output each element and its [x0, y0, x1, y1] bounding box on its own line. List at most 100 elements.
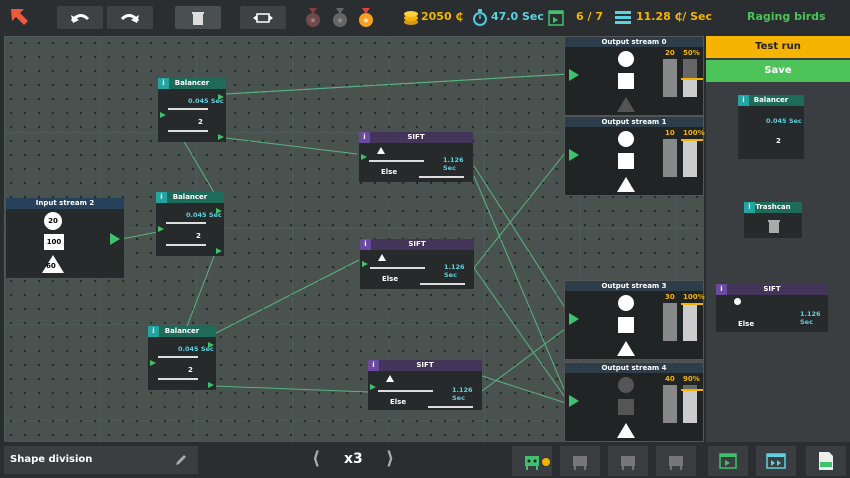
throughput-icon [614, 10, 632, 26]
undo-button[interactable] [57, 6, 103, 29]
node-title: Balancer [738, 95, 804, 106]
node-title: Output stream 1 [565, 117, 703, 127]
redo-button[interactable] [107, 6, 153, 29]
circle-badge: 20 [44, 212, 62, 230]
info-icon[interactable]: i [738, 95, 749, 106]
input-port[interactable] [362, 261, 368, 267]
export-button[interactable] [756, 446, 796, 476]
speed-value: 1.126 Sec [444, 263, 465, 279]
output-port[interactable] [110, 233, 120, 245]
speed-down-button[interactable]: ⟨ [312, 448, 321, 469]
sift-node[interactable]: SIFT i 1.126 Sec Else [360, 239, 474, 289]
triangle-shape [617, 177, 635, 192]
palette-sift[interactable]: SIFT i 1.126 Sec Else [716, 284, 828, 332]
import-button[interactable] [708, 446, 748, 476]
circuit-canvas[interactable]: Input stream 2 20 100 60 Balancer i 0.04… [4, 36, 705, 442]
robot-slot[interactable] [560, 446, 600, 476]
info-icon[interactable]: i [359, 132, 370, 143]
input-port[interactable] [361, 154, 367, 160]
else-label: Else [738, 320, 755, 328]
count-value: 2 [196, 232, 201, 240]
output-stream-node[interactable]: Output stream 1 10 100% [564, 116, 705, 196]
input-port[interactable] [158, 226, 164, 232]
coins-value: 2050 ₵ [421, 10, 464, 23]
node-title: Trashcan [744, 202, 802, 213]
triangle-shape [617, 423, 635, 438]
info-icon[interactable]: i [716, 284, 727, 295]
palette-balancer[interactable]: Balancer i 0.045 Sec 2 [738, 95, 804, 159]
input-port[interactable] [569, 395, 579, 407]
info-icon[interactable]: i [148, 326, 159, 337]
balancer-node[interactable]: Balancer i 0.045 Sec 2 [148, 326, 216, 390]
output-stream-node[interactable]: Output stream 4 40 90% [564, 362, 704, 442]
robot-slot-active[interactable] [512, 446, 552, 476]
bottom-bar: Shape division ⟨ x3 ⟩ [0, 442, 850, 478]
delete-button[interactable] [175, 6, 221, 29]
input-stream-node[interactable]: Input stream 2 20 100 60 [6, 198, 124, 278]
speed-value: 1.126 Sec [452, 386, 473, 402]
count-value: 30 [665, 293, 675, 301]
input-port[interactable] [569, 69, 579, 81]
medal-silver-icon: ★ [332, 8, 348, 28]
level-name: Raging birds [747, 10, 826, 23]
node-title: SIFT [716, 284, 828, 295]
dll-button[interactable] [806, 446, 846, 476]
node-title: Output stream 0 [565, 37, 703, 47]
speed-up-button[interactable]: ⟩ [386, 448, 395, 469]
triangle-filter-icon [386, 375, 394, 382]
node-title: Output stream 3 [565, 281, 703, 291]
output-stream-node[interactable]: Output stream 3 30 100% [564, 280, 705, 360]
square-shape [618, 153, 634, 169]
input-port[interactable] [160, 112, 166, 118]
input-port[interactable] [569, 149, 579, 161]
robot-icon [669, 456, 683, 470]
input-port[interactable] [150, 360, 156, 366]
balancer-node[interactable]: Balancer i 0.045 Sec 2 [156, 192, 224, 256]
output-port[interactable] [218, 94, 224, 100]
output-port[interactable] [218, 134, 224, 140]
sift-node[interactable]: SIFT i 1.126 Sec Else [359, 132, 473, 182]
robot-slot[interactable] [608, 446, 648, 476]
speed-value: 0.045 Sec [186, 211, 222, 219]
input-port[interactable] [370, 384, 376, 390]
connection-wires [121, 73, 570, 405]
output-port[interactable] [208, 342, 214, 348]
output-stream-node[interactable]: Output stream 0 20 50% [564, 36, 704, 116]
test-run-button[interactable]: Test run [706, 36, 850, 58]
redo-icon [120, 13, 140, 23]
speed-value: 0.045 Sec [188, 97, 224, 105]
speed-value: 1.126 Sec [800, 310, 821, 326]
count-gauge [663, 303, 677, 341]
balancer-node[interactable]: Balancer i 0.045 Sec 2 [158, 78, 226, 142]
fit-view-button[interactable] [240, 6, 286, 29]
triangle-filter-icon [378, 254, 386, 261]
info-icon[interactable]: i [744, 202, 755, 213]
svg-text:★: ★ [336, 16, 343, 25]
save-button[interactable]: Save [706, 60, 850, 82]
robot-slot[interactable] [656, 446, 696, 476]
percent-value: 90% [683, 375, 700, 383]
dll-file-icon [819, 452, 833, 470]
info-icon[interactable]: i [156, 192, 167, 203]
input-port[interactable] [569, 313, 579, 325]
info-icon[interactable]: i [360, 239, 371, 250]
node-title: Balancer [156, 192, 224, 203]
node-title: SIFT [368, 360, 482, 371]
square-shape [618, 399, 634, 415]
output-port[interactable] [208, 382, 214, 388]
circle-shape [618, 295, 634, 311]
palette-trashcan[interactable]: Trashcan i [744, 202, 802, 238]
node-title: SIFT [360, 239, 474, 250]
trash-icon [192, 11, 204, 25]
back-arrow-icon[interactable] [8, 6, 30, 30]
level-name-box[interactable]: Shape division [4, 446, 198, 474]
medal-bronze-icon: ★ [305, 8, 321, 28]
percent-marker [681, 388, 703, 391]
output-port[interactable] [216, 248, 222, 254]
edit-icon[interactable] [174, 453, 188, 467]
sift-node[interactable]: SIFT i 1.126 Sec Else [368, 360, 482, 410]
output-port[interactable] [216, 208, 222, 214]
info-icon[interactable]: i [158, 78, 169, 89]
coins-icon [403, 10, 419, 26]
info-icon[interactable]: i [368, 360, 379, 371]
